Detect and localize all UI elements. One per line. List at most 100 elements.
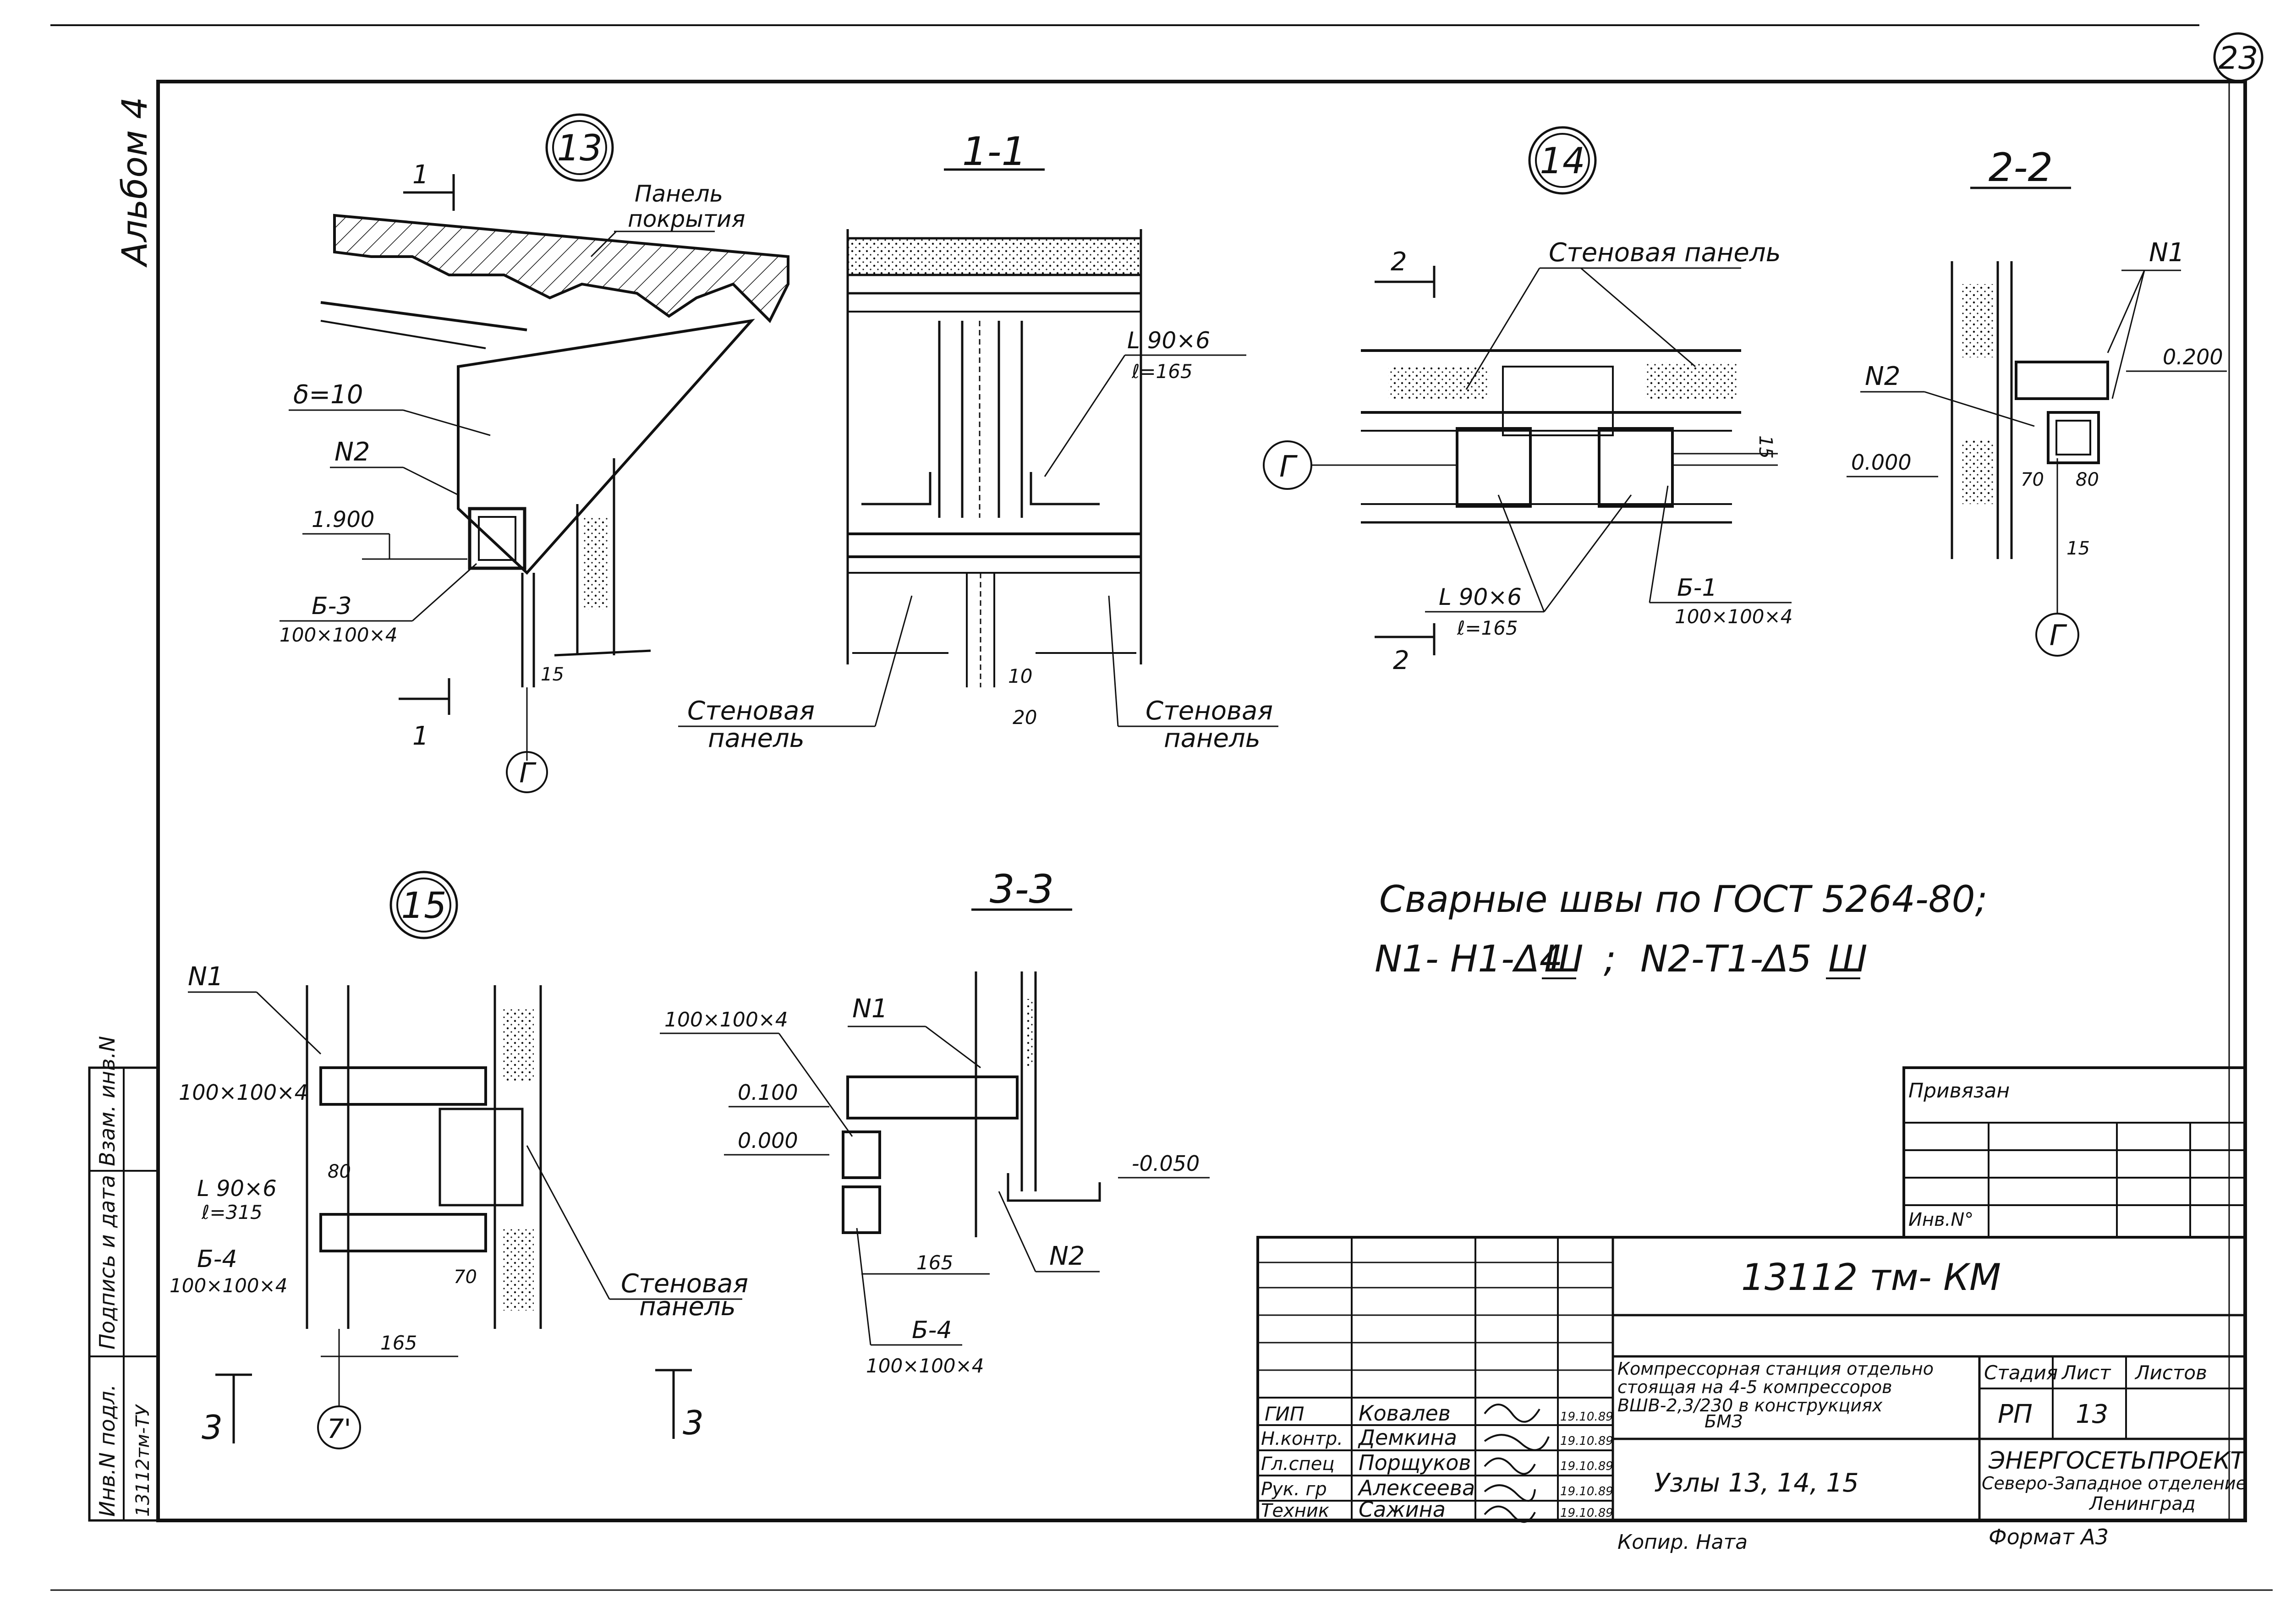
sec33-weld-n1: N1: [852, 994, 888, 1024]
sec33-title: 3-3: [990, 867, 1054, 912]
node-14-mark: 14: [1540, 141, 1585, 182]
sec22-weld-n2: N2: [1865, 362, 1901, 391]
date-2: 19.10.89: [1560, 1459, 1613, 1473]
sec33-beam: Б-4: [912, 1317, 952, 1344]
sec22-level-top: 0.200: [2163, 345, 2223, 369]
weld-note-n1-mark: Ш: [1544, 938, 1584, 980]
privyazan-block: Привязан Инв.N°: [1902, 1066, 2247, 1239]
sec33-tube: 100×100×4: [664, 1008, 788, 1031]
cut-1-top: 1: [412, 160, 429, 190]
role-4: Техник: [1261, 1500, 1329, 1521]
sec11-angle: L 90×6: [1127, 327, 1210, 354]
name-2: Порщуков: [1359, 1450, 1471, 1475]
role-3: Рук. гр: [1261, 1479, 1327, 1500]
sec22-level-bottom: 0.000: [1851, 450, 1912, 475]
n15-angle-len: ℓ=315: [201, 1201, 263, 1223]
role-0: ГИП: [1265, 1403, 1304, 1425]
n15-beam: Б-4: [197, 1245, 237, 1273]
n15-angle: L 90×6: [197, 1176, 277, 1202]
signatures: [1484, 1404, 1550, 1523]
date-4: 19.10.89: [1560, 1506, 1613, 1520]
weld-note-n2: N2-Т1-Δ5: [1640, 938, 1812, 980]
n15-axis-7: 7': [327, 1413, 351, 1444]
project-desc-1: Компрессорная станция отдельно: [1617, 1359, 1934, 1379]
roof-panel: [333, 214, 789, 324]
sec33-level-2: 0.000: [738, 1128, 798, 1153]
section-1-1: 1-1 L 90×6 ℓ=165 Стеновая панель Стенова…: [678, 129, 1278, 753]
sec33-dim-165: 165: [916, 1251, 953, 1274]
project-desc-2: стоящая на 4-5 компрессоров: [1617, 1377, 1892, 1397]
n14-cut-top: 2: [1391, 247, 1407, 277]
side-stamp-sign: Подпись и дата: [95, 1175, 120, 1350]
panel-label-1: Панель: [635, 181, 723, 207]
node-15: 15 N1 100×100×4 80 L 90×6 ℓ=315 Б-4 100×…: [170, 871, 748, 1449]
inv-no-label: Инв.N°: [1908, 1209, 1973, 1230]
weld-note-sep: ;: [1604, 938, 1616, 980]
node-15-mark: 15: [401, 885, 446, 927]
node-13-mark: 13: [557, 128, 602, 169]
org-name: ЭНЕРГОСЕТЬПРОЕКТ: [1988, 1447, 2247, 1475]
sec11-title: 1-1: [962, 129, 1026, 175]
section-2-2: 2-2 N1 0.200 N2 0.000 70 80 15 Г: [1847, 145, 2227, 657]
n14-angle: L 90×6: [1439, 584, 1522, 610]
role-2: Гл.спец: [1261, 1454, 1335, 1475]
n14-angle-len: ℓ=165: [1457, 617, 1518, 639]
weld-n2-label: N2: [334, 437, 370, 467]
drawing-code: 13112 тм- КМ: [1741, 1256, 2001, 1299]
tube-b3: [468, 507, 526, 570]
date-1: 19.10.89: [1560, 1434, 1613, 1448]
project-desc-3: ВШВ-2,3/230 в конструкциях: [1617, 1395, 1883, 1416]
sec22-weld-n1: N1: [2149, 238, 2185, 268]
n14-beam: Б-1: [1677, 574, 1717, 602]
roof-section: [846, 237, 1142, 276]
n15-dim-165: 165: [380, 1332, 417, 1354]
n15-tube: 100×100×4: [179, 1080, 308, 1105]
stage-value: РП: [1998, 1399, 2033, 1429]
axis-g-13: Г: [519, 757, 537, 789]
album-label: Альбом 4: [114, 97, 155, 268]
n15-wall-1: Стеновая: [621, 1269, 748, 1299]
copied-label: Копир. Ната: [1617, 1531, 1748, 1554]
n15-beam-size: 100×100×4: [170, 1274, 287, 1297]
dim-15: 15: [541, 664, 564, 685]
sec11-angle-len: ℓ=165: [1131, 360, 1193, 383]
col-sheets: Листов: [2134, 1361, 2207, 1384]
sec22-dim-80: 80: [2076, 469, 2099, 490]
side-stamp-inv: Инв.N подл.: [95, 1384, 120, 1517]
date-3: 19.10.89: [1560, 1485, 1613, 1498]
name-1: Демкина: [1358, 1425, 1457, 1450]
node-14: 14 Стеновая панель 2 Г 15 L 90×6 ℓ=165 2…: [1263, 126, 1792, 675]
org-branch: Северо-Западное отделение: [1982, 1473, 2247, 1493]
sec11-dim-20: 20: [1013, 706, 1037, 729]
sec11-wall-right-1: Стеновая: [1146, 696, 1273, 726]
project-desc-4: БМЗ: [1705, 1411, 1743, 1432]
panel-label-2: покрытия: [628, 206, 745, 232]
weld-note-line1: Сварные швы по ГОСТ 5264-80;: [1379, 878, 1987, 921]
section-3-3: 3-3 100×100×4 N1 0.100 0.000 -0.050 165 …: [660, 867, 1210, 1377]
sec11-wall-left-1: Стеновая: [687, 696, 815, 726]
sec11-dim-10: 10: [1008, 665, 1032, 687]
sec22-axis-g: Г: [2050, 619, 2067, 652]
side-stamp-inv-val: 13112тм-ТУ: [132, 1404, 153, 1517]
side-stamp-replace: Взам. инв.N: [95, 1036, 120, 1166]
name-3: Алексеева: [1357, 1476, 1475, 1500]
sec33-level-1: 0.100: [738, 1080, 798, 1105]
thickness-label: δ=10: [293, 380, 363, 410]
name-0: Ковалев: [1359, 1401, 1451, 1426]
gusset-plate: [457, 318, 755, 575]
n15-cut-left: 3: [202, 1408, 223, 1447]
n14-cut-bottom: 2: [1393, 646, 1409, 675]
col-stage: Стадия: [1984, 1361, 2058, 1384]
col-sheet: Лист: [2061, 1361, 2111, 1384]
n14-wall-panel: Стеновая панель: [1549, 238, 1781, 268]
sec11-wall-left-2: панель: [708, 724, 805, 753]
weld-note-n2-mark: Ш: [1828, 938, 1868, 980]
sec22-dim-15: 15: [2066, 538, 2090, 559]
weld-note-n1: N1- Н1-Δ4: [1375, 938, 1563, 980]
sec33-level-3: -0.050: [1132, 1151, 1200, 1176]
n15-weld-n1: N1: [188, 962, 224, 992]
n15-dim-80: 80: [328, 1161, 351, 1182]
sec22-title: 2-2: [1989, 145, 2053, 191]
format-label: Формат А3: [1989, 1525, 2109, 1549]
drawing-frame: [156, 80, 2247, 1522]
